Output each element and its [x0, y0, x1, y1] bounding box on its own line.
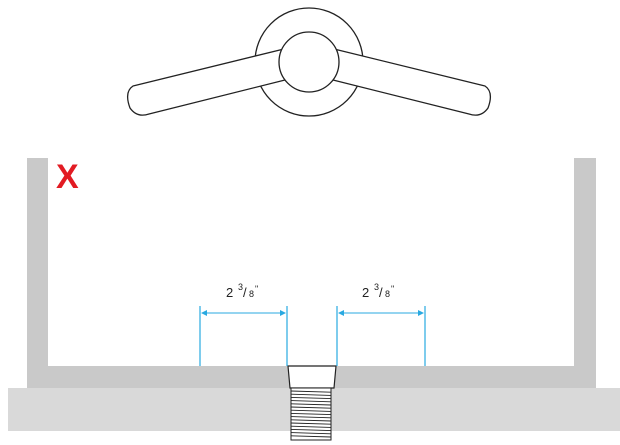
dimension-right-whole: 2	[362, 285, 369, 300]
dimension-left-arrow-start	[201, 310, 207, 316]
thread-line	[290, 403, 332, 406]
thread-line	[290, 406, 332, 409]
dimension-left: 2 3 / 8 "	[199, 282, 288, 366]
thread-line	[290, 416, 332, 419]
dimension-right-unit: "	[391, 284, 394, 294]
thread-line	[290, 432, 332, 435]
dimension-right-arrow-start	[338, 310, 344, 316]
thread-line	[290, 396, 332, 400]
thread-line	[290, 390, 332, 393]
thread-line	[290, 425, 332, 428]
faucet-top-view	[126, 7, 492, 117]
right-wall	[574, 158, 596, 388]
thread-lines	[290, 390, 332, 438]
thread-line	[290, 400, 332, 403]
thread-line	[290, 409, 332, 412]
dimension-right-arrow-end	[418, 310, 424, 316]
thread-line	[290, 419, 332, 422]
dimension-right: 2 3 / 8 "	[336, 282, 426, 366]
dimension-left-denominator: 8	[249, 289, 254, 299]
thread-line	[290, 435, 332, 438]
thread-line	[290, 412, 332, 416]
faucet-shank	[287, 365, 337, 441]
dimension-right-denominator: 8	[385, 289, 390, 299]
dimension-left-slash: /	[243, 285, 247, 300]
left-handle-arm-icon	[126, 47, 294, 116]
faucet-hub-icon	[278, 31, 340, 93]
dimension-left-unit: "	[255, 284, 258, 294]
thread-line	[290, 428, 332, 432]
thread-line	[290, 393, 332, 396]
thread-line	[290, 422, 332, 425]
right-handle-arm-icon	[324, 47, 492, 116]
basin-walls	[27, 158, 596, 388]
dimension-right-numerator: 3	[374, 282, 379, 292]
dimension-left-numerator: 3	[238, 282, 243, 292]
left-wall	[27, 158, 48, 388]
dimension-left-whole: 2	[226, 285, 233, 300]
dimension-right-slash: /	[379, 285, 383, 300]
incorrect-mark: X	[56, 158, 79, 196]
mounting-nut-icon	[287, 365, 337, 389]
dimension-left-arrow-end	[280, 310, 286, 316]
